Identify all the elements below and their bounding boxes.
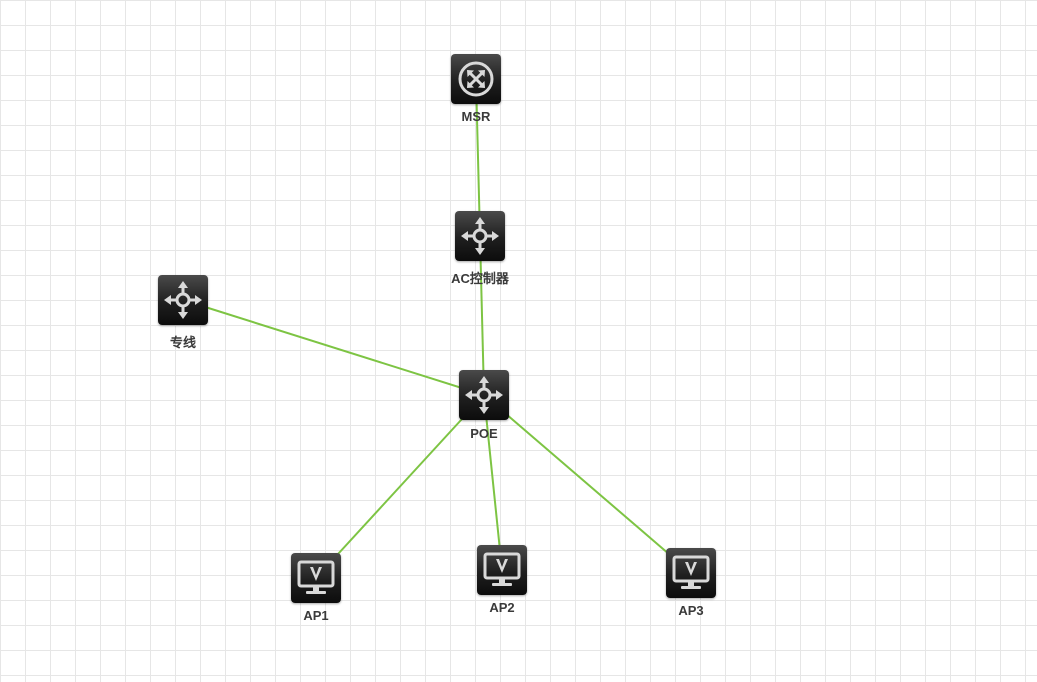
node-label-ap2: AP2 [489,600,515,615]
node-msr[interactable] [451,54,501,104]
link-msr-ac[interactable] [475,78,481,237]
node-ap3[interactable] [666,548,716,598]
switch-icon [164,281,202,319]
access-point-icon [483,552,521,586]
switch-icon [465,376,503,414]
access-point-icon [672,555,710,589]
node-zhuanxian[interactable] [158,275,208,325]
node-ac-controller[interactable] [455,211,505,261]
link-zhuanxian-poe[interactable] [182,299,485,396]
router-icon [458,61,494,97]
link-poe-ap3[interactable] [483,394,692,574]
node-ap1[interactable] [291,553,341,603]
access-point-icon [297,560,335,594]
link-ac-poe[interactable] [479,235,485,396]
node-label-poe: POE [470,426,498,441]
link-poe-ap2[interactable] [483,394,503,571]
node-label-ap1: AP1 [303,608,329,623]
node-label-ap3: AP3 [678,603,704,618]
node-ap2[interactable] [477,545,527,595]
link-poe-ap1[interactable] [315,394,485,579]
switch-icon [461,217,499,255]
node-label-zhuanxian: 专线 [169,335,196,350]
node-poe[interactable] [459,370,509,420]
node-label-msr: MSR [461,109,491,124]
node-label-ac: AC控制器 [451,271,509,286]
